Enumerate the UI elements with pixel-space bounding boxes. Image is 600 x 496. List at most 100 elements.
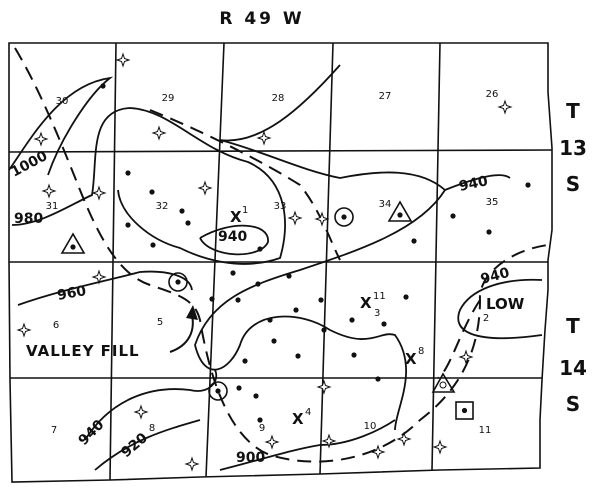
well-x11-mark: X: [360, 294, 372, 312]
section-7: 7: [51, 425, 57, 436]
circled-well-icon: [168, 272, 188, 292]
low-label: LOW: [486, 295, 525, 313]
dry-well-icon: [287, 210, 303, 226]
col-line-4: [431, 42, 441, 471]
well-x11-sub: 3: [374, 308, 380, 319]
dry-well-icon: [184, 456, 200, 472]
row-line-1: [8, 149, 553, 153]
circled-well-dot: [341, 214, 347, 220]
dry-well-icon: [497, 99, 513, 115]
well-dot: [236, 385, 242, 391]
township-14-number: 14: [559, 356, 587, 380]
dry-well-icon: [41, 183, 57, 199]
section-8: 8: [149, 423, 155, 434]
well-x4-sup: 4: [305, 407, 311, 418]
triangle-well-icon: [387, 200, 413, 222]
dry-well-icon: [458, 349, 474, 365]
dry-well-icon: [197, 180, 213, 196]
contour-1000: [8, 76, 114, 176]
section-11: 11: [479, 425, 492, 436]
well-dot: [293, 307, 299, 313]
circled-well-icon: [208, 381, 228, 401]
section-30: 30: [56, 96, 69, 107]
section-9: 9: [259, 423, 265, 434]
well-dot: [318, 297, 324, 303]
section-numbers: 30 29 28 27 26 31 32 33 34 35 6 5 2 7 8 …: [46, 89, 499, 436]
dashed-boundary-main: [14, 47, 549, 463]
dry-well-icon: [16, 322, 32, 338]
well-dot: [242, 358, 248, 364]
well-dot: [257, 246, 263, 252]
well-dot: [286, 273, 292, 279]
triangle-well-dot: [70, 244, 76, 250]
section-6: 6: [53, 320, 59, 331]
section-32: 32: [156, 201, 169, 212]
contour-label-900: 900: [236, 450, 265, 466]
dry-well-symbols: [16, 52, 513, 472]
section-2: 2: [483, 313, 489, 324]
well-dot: [100, 83, 106, 89]
well-dot: [255, 281, 261, 287]
section-28: 28: [272, 93, 285, 104]
section-grid: [8, 42, 553, 483]
section-31: 31: [46, 201, 59, 212]
contour-label-940-south: 940: [76, 417, 108, 449]
well-dot: [235, 297, 241, 303]
well-dot: [411, 238, 417, 244]
dry-well-icon: [115, 52, 131, 68]
township-13-direction: S: [566, 172, 580, 196]
section-5: 5: [157, 317, 163, 328]
well-dot: [403, 294, 409, 300]
col-line-3: [319, 42, 334, 475]
well-dot: [525, 182, 531, 188]
triangle-well-icon: [431, 372, 456, 393]
well-dot: [267, 317, 273, 323]
well-dot: [125, 222, 131, 228]
contour-label-940-north: 940: [458, 173, 490, 195]
section-10: 10: [364, 421, 377, 432]
contour-label-980: 980: [14, 211, 43, 227]
dry-well-icon: [33, 131, 49, 147]
well-dot: [271, 338, 277, 344]
well-dot: [209, 296, 215, 302]
valley-fill-arrowhead: [186, 305, 198, 320]
contour-920: [94, 419, 201, 471]
township-13-letter: T: [566, 99, 580, 123]
well-dot: [257, 417, 263, 423]
well-dot: [295, 353, 301, 359]
map-border: [8, 42, 553, 483]
contour-900: [219, 419, 396, 471]
dry-well-icon: [151, 125, 167, 141]
triangle-well-icon: [60, 232, 86, 254]
triangle-well-dot: [439, 381, 447, 389]
contour-lines: [8, 47, 549, 471]
range-header: R 49 W: [219, 9, 304, 29]
dry-well-icon: [264, 434, 280, 450]
contour-940-central: [194, 189, 446, 431]
well-dot: [375, 376, 381, 382]
well-dots: [100, 83, 531, 423]
dry-well-icon: [396, 431, 412, 447]
contour-label-1000: 1000: [8, 148, 50, 181]
section-33: 33: [274, 201, 287, 212]
valley-fill-label: VALLEY FILL: [26, 342, 140, 360]
well-dot: [450, 213, 456, 219]
well-x1-sup: 1: [242, 205, 248, 216]
well-dot: [381, 321, 387, 327]
dashed-boundary-north: [149, 109, 341, 261]
well-dot: [321, 327, 327, 333]
circled-well-dot: [215, 388, 221, 394]
well-x11-sup: 11: [373, 291, 386, 302]
boxed-well-dot: [461, 407, 468, 414]
dry-well-icon: [314, 211, 330, 227]
valley-fill-arrow: [169, 314, 194, 353]
well-x1-mark: X: [230, 208, 242, 226]
contour-940-north: [219, 64, 511, 192]
circled-well-icon: [334, 207, 354, 227]
contour-940-inner: [199, 224, 269, 256]
labeled-wells: X 1 X 11 3 X 8 X 4: [230, 205, 424, 428]
contour-960: [17, 270, 193, 306]
well-dot: [349, 317, 355, 323]
triangle-well-dot: [397, 212, 403, 218]
